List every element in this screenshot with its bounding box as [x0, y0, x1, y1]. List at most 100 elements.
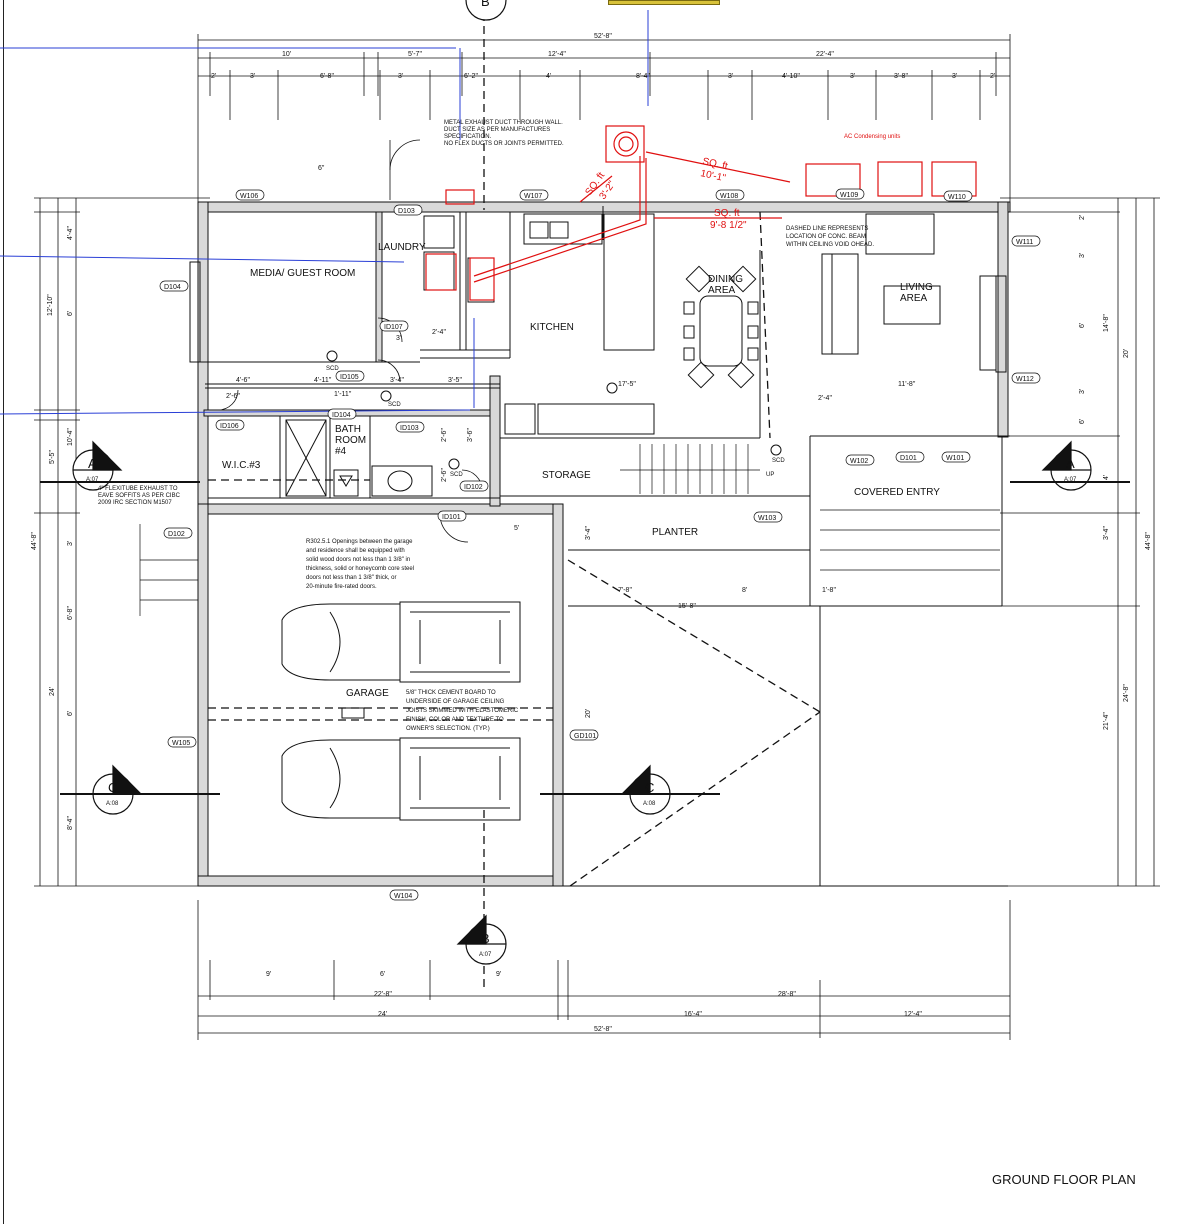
- red-sq3-a: SQ. ft: [714, 208, 740, 219]
- room-garage: GARAGE: [346, 688, 389, 699]
- dim-left-3: 10'-4": [67, 428, 74, 446]
- dim-misc-8: 11'-8": [898, 381, 916, 388]
- stairs: [139, 444, 1000, 616]
- note-exhaust-3: SPECIFICATION.: [444, 134, 492, 140]
- section-a-right: A: [1066, 456, 1075, 471]
- dim-left-4: 5'-5": [49, 450, 56, 464]
- section-a-left: A: [88, 456, 97, 471]
- dim-top-r2-11: 3': [952, 73, 957, 80]
- tag-w101: W101: [946, 455, 964, 462]
- sheet-border: [3, 0, 4, 1224]
- window-frames: [189, 261, 1007, 719]
- room-bath-2: ROOM: [335, 435, 366, 446]
- interior-walls: [198, 206, 1010, 887]
- dim-top-r2-5: 4': [546, 73, 551, 80]
- dim-misc-1: 4'-6": [236, 377, 250, 384]
- dim-left-6: 6'-8": [67, 606, 74, 620]
- dim-right-9: 21'-4": [1103, 712, 1110, 730]
- room-bath-3: #4: [335, 446, 347, 457]
- note-code-2: and residence shall be equipped with: [306, 548, 405, 554]
- dim-bottom-overall: 52'-8": [594, 1026, 612, 1033]
- dim-right-3: 14'-8": [1103, 314, 1110, 332]
- dim-misc-14: 2'-6": [441, 428, 448, 442]
- note-code-5: doors not less than 1 3/8" thick, or: [306, 575, 397, 581]
- room-laundry: LAUNDRY: [378, 242, 426, 253]
- dim-top-r2-7: 3': [728, 73, 733, 80]
- note-garage-5: OWNER'S SELECTION. (TYP.): [406, 726, 490, 732]
- note-exhaust-4: NO FLEX DUCTS OR JOINTS PERMITTED.: [444, 141, 564, 147]
- dim-bottom-r2-0: 22'-8": [374, 991, 392, 998]
- red-sq3-b: 9'-8 1/2": [710, 220, 747, 231]
- note-beam-3: WITHIN CEILING VOID OHEAD.: [786, 242, 874, 248]
- dim-misc-18: 2'-4": [818, 395, 832, 402]
- section-c-left: C: [108, 780, 117, 795]
- section-marker-graphics: [40, 0, 1130, 965]
- note-beam-2: LOCATION OF CONC. BEAM: [786, 234, 866, 240]
- sheet-title: GROUND FLOOR PLAN: [992, 1172, 1136, 1187]
- tag-w112: W112: [1016, 376, 1034, 383]
- dining-table: [683, 265, 759, 389]
- dim-top-r2-6: 8'-4": [636, 73, 650, 80]
- dim-left-0: 4'-4": [67, 226, 74, 240]
- dim-right-5: 6': [1079, 419, 1086, 424]
- dim-misc-6: 3'-5": [448, 377, 462, 384]
- dim-misc-19: 1'-8": [822, 587, 836, 594]
- exterior-walls: [197, 201, 1011, 887]
- dim-misc-4: 1'-11": [334, 391, 352, 398]
- dim-misc-21: 2'-4": [432, 329, 446, 336]
- label-scd-4: SCD: [772, 458, 785, 464]
- note-garage-4: FINISH, COLOR AND TEXTURE TO: [406, 717, 504, 723]
- room-living-1: LIVING: [900, 282, 933, 293]
- tag-w108: W108: [720, 193, 738, 200]
- dim-left-1: 6': [67, 311, 74, 316]
- note-flexi-2: EAVE SOFFITS AS PER CIBC: [98, 493, 181, 499]
- tag-id105: ID105: [340, 374, 359, 381]
- note-exhaust-2: DUCT SIZE AS PER MANUFACTURES: [444, 127, 550, 133]
- tag-d103: D103: [398, 208, 415, 215]
- label-up: UP: [766, 472, 774, 478]
- dim-bottom-r1-0: 9': [266, 971, 271, 978]
- dim-top-r2-9: 3': [850, 73, 855, 80]
- living-furniture: [821, 213, 997, 371]
- dim-right-8: 3'-4": [1103, 526, 1110, 540]
- dim-misc-12: 20': [585, 709, 592, 718]
- dim-top-r2-4: 6'-2": [464, 73, 478, 80]
- tag-id103: ID103: [400, 425, 419, 432]
- dim-misc-9: 15'-8": [678, 603, 696, 610]
- dim-left-overall: 44'-8": [31, 532, 38, 550]
- dim-misc-13: 5': [514, 525, 519, 532]
- dim-misc-2: 2'-6": [226, 393, 240, 400]
- title-block-strip: [608, 0, 720, 5]
- dim-right-0: 2': [1079, 215, 1086, 220]
- dim-misc-3: 4'-11": [314, 377, 332, 384]
- dim-misc-10: 7'-8": [618, 587, 632, 594]
- room-storage: STORAGE: [542, 470, 591, 481]
- dim-top-r2-2: 6'-8": [320, 73, 334, 80]
- section-b-bottom: B: [481, 931, 490, 946]
- note-garage-1: 5/8" THICK CEMENT BOARD TO: [406, 690, 496, 696]
- dim-left-8: 8'-4": [67, 816, 74, 830]
- dim-right-overall: 44'-8": [1145, 532, 1152, 550]
- section-c-right-ref: A:08: [643, 801, 656, 807]
- note-flexi-3: 2009 IRC SECTION M1507: [98, 500, 172, 506]
- section-a-right-ref: A:07: [1064, 477, 1077, 483]
- blue-markup: [0, 10, 649, 415]
- dim-top-overall: 52'-8": [594, 33, 612, 40]
- red-sq2-b: 10'-1": [699, 168, 727, 184]
- dim-bottom-r1-1: 6': [380, 971, 385, 978]
- tag-id107: ID107: [384, 324, 403, 331]
- dim-bottom-r3-1: 16'-4": [684, 1011, 702, 1018]
- room-bath-1: BATH: [335, 424, 361, 435]
- tag-id106: ID106: [220, 423, 239, 430]
- note-code-1: R302.5.1 Openings between the garage: [306, 539, 413, 545]
- note-code-4: thickness, solid or honeycomb core steel: [306, 566, 414, 572]
- dimension-lines: [34, 34, 1160, 1040]
- dim-top-r2-1: 3': [250, 73, 255, 80]
- note-beam-1: DASHED LINE REPRESENTS: [786, 226, 868, 232]
- tag-w110: W110: [948, 194, 966, 201]
- note-code-3: solid wood doors not less than 1 3/8" in: [306, 557, 410, 563]
- tag-w111: W111: [1016, 239, 1033, 246]
- dim-right-6: 20': [1123, 349, 1130, 358]
- hvac-red-markup: [425, 125, 977, 301]
